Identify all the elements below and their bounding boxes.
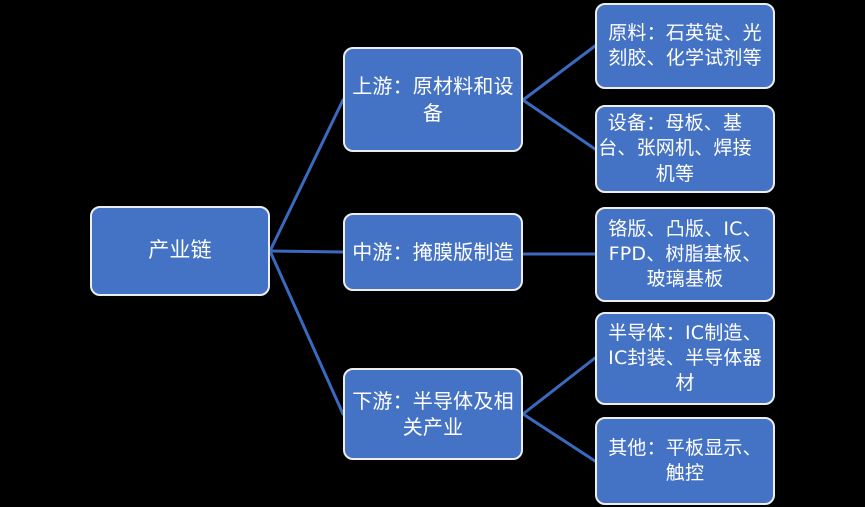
node-downstream-label: 下游：半导体及相关产业 bbox=[352, 388, 514, 439]
connector-root-to-downstream bbox=[268, 249, 345, 416]
node-raw-materials-label: 原料：石英锭、光刻胶、化学试剂等 bbox=[608, 21, 762, 69]
connector-upstream-to-raw-materials bbox=[521, 44, 597, 102]
node-other-label: 其他：平板显示、触控 bbox=[608, 436, 762, 484]
node-upstream[interactable]: 上游：原材料和设备 bbox=[343, 47, 523, 152]
node-root[interactable]: 产业链 bbox=[90, 206, 270, 296]
node-raw-materials[interactable]: 原料：石英锭、光刻胶、化学试剂等 bbox=[595, 3, 775, 89]
node-midstream-label: 中游：掩膜版制造 bbox=[352, 239, 514, 264]
node-root-label: 产业链 bbox=[148, 238, 212, 263]
node-downstream[interactable]: 下游：半导体及相关产业 bbox=[343, 368, 523, 460]
connector-root-to-upstream bbox=[268, 98, 345, 253]
node-upstream-label: 上游：原材料和设备 bbox=[352, 74, 514, 125]
connector-upstream-to-equipment bbox=[521, 98, 597, 151]
connector-downstream-to-other bbox=[521, 412, 597, 463]
node-mask-products[interactable]: 铬版、凸版、IC、FPD、树脂基板、玻璃基板 bbox=[595, 207, 775, 302]
node-other[interactable]: 其他：平板显示、触控 bbox=[595, 417, 775, 505]
connector-downstream-to-semiconductor bbox=[521, 356, 597, 416]
node-equipment[interactable]: 设备：母板、基台、张网机、焊接机等 bbox=[595, 105, 775, 193]
node-midstream[interactable]: 中游：掩膜版制造 bbox=[343, 213, 523, 291]
node-equipment-label: 设备：母板、基台、张网机、焊接机等 bbox=[598, 112, 752, 185]
connector-root-to-midstream bbox=[268, 249, 345, 254]
node-semiconductor-label: 半导体：IC制造、IC封装、半导体器材 bbox=[608, 321, 762, 395]
node-semiconductor[interactable]: 半导体：IC制造、IC封装、半导体器材 bbox=[595, 312, 775, 405]
node-mask-products-label: 铬版、凸版、IC、FPD、树脂基板、玻璃基板 bbox=[608, 217, 762, 291]
